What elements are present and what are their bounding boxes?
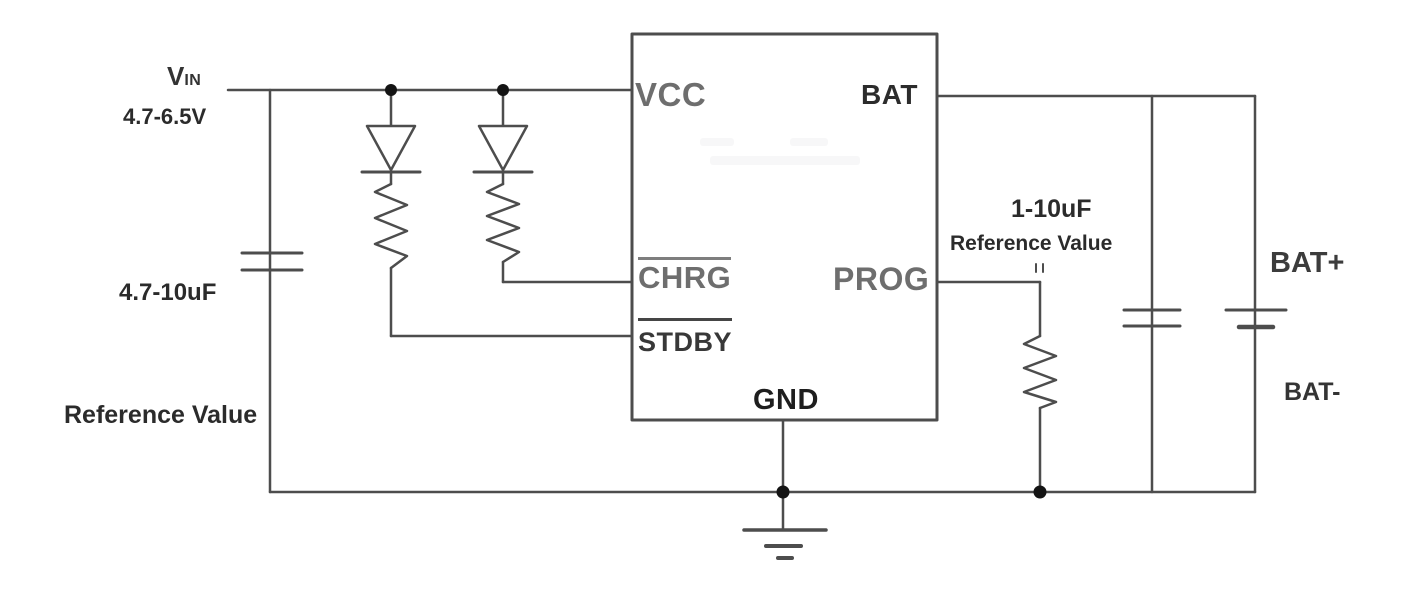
prog-resistor-branch [935, 263, 1058, 494]
led1-resistor [373, 182, 409, 270]
junction-dot-led1 [385, 84, 397, 96]
vin-label: VIN [167, 63, 201, 89]
ic-pin-prog: PROG [833, 261, 930, 297]
junction-dot-prog [1033, 485, 1047, 499]
ic-pin-vcc: VCC [635, 76, 707, 113]
vin-subscript-text: IN [184, 72, 202, 89]
bat-plus-label: BAT+ [1270, 247, 1345, 279]
vin-range-label: 4.7-6.5V [123, 104, 207, 129]
led2-resistor [485, 182, 521, 264]
prog-value-label: 1-10uF [1011, 195, 1092, 223]
output-capacitor [1122, 94, 1182, 494]
bat-minus-label: BAT- [1284, 378, 1341, 406]
ic-pin-bat: BAT [861, 79, 918, 110]
input-cap-note-label: Reference Value [64, 401, 258, 429]
input-cap-value-label: 4.7-10uF [119, 279, 217, 306]
junction-dots [385, 84, 1047, 499]
ic-pin-chrg-text: CHRG [638, 257, 732, 293]
ic-body [630, 32, 939, 422]
ghost-text-smudge [710, 156, 860, 165]
ghost-text-smudge [700, 138, 734, 146]
vin-main-text: V [167, 61, 185, 91]
prog-note-label: Reference Value [950, 232, 1113, 255]
battery-symbol [1224, 94, 1288, 494]
led1-diode-triangle [365, 124, 417, 172]
ic-pin-stdby-text: STDBY [638, 318, 733, 356]
ground-connection [742, 418, 828, 560]
stdby-led-branch [360, 88, 634, 338]
junction-dot-led2 [497, 84, 509, 96]
ghost-text-smudge [790, 138, 828, 146]
ic-pin-gnd: GND [753, 384, 819, 416]
ic-pin-stdby: STDBY [638, 318, 733, 356]
led2-diode-triangle [477, 124, 529, 172]
stray-tick-marks [1035, 263, 1044, 273]
chrg-led-branch [472, 88, 634, 284]
input-capacitor [240, 88, 304, 494]
prog-resistor [1022, 334, 1058, 410]
ic-pin-chrg: CHRG [638, 257, 732, 293]
junction-dot-gnd [776, 485, 790, 499]
